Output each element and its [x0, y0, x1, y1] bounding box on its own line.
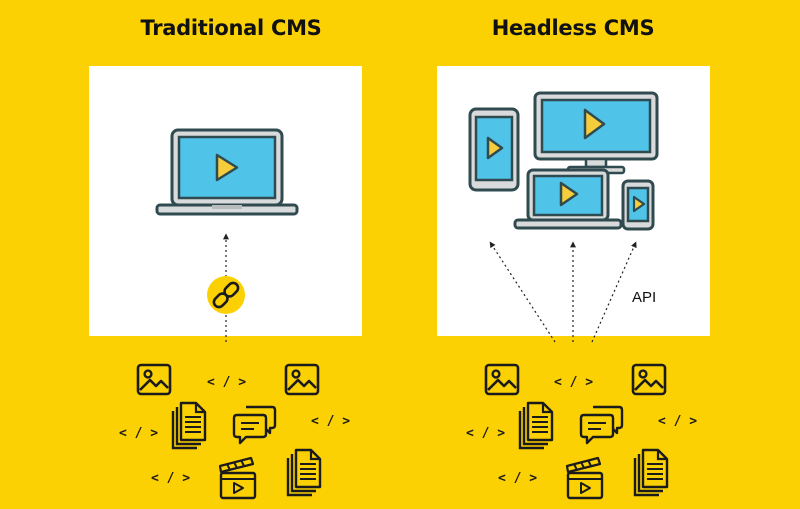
laptop-icon	[513, 168, 623, 230]
document-icon	[286, 448, 322, 497]
phone-icon	[621, 179, 655, 231]
clapperboard-icon	[218, 456, 257, 500]
tablet-icon	[468, 107, 520, 192]
monitor-icon	[533, 91, 659, 175]
image-icon	[631, 363, 667, 396]
api-arrows	[489, 241, 637, 343]
headless-cms-title: Headless CMS	[491, 16, 655, 40]
code-icon: < / >	[466, 426, 505, 441]
image-icon	[484, 363, 520, 396]
chat-icon	[579, 405, 624, 445]
document-icon	[171, 401, 207, 450]
api-label: API	[632, 289, 657, 306]
laptop-icon	[155, 128, 299, 216]
clapperboard-icon	[565, 456, 604, 500]
traditional-cms-title: Traditional CMS	[140, 16, 322, 40]
code-icon: < / >	[311, 414, 350, 429]
code-icon: < / >	[119, 426, 158, 441]
document-icon	[633, 448, 669, 497]
code-icon: < / >	[658, 414, 697, 429]
api-arrow	[489, 241, 556, 343]
chat-icon	[232, 405, 277, 445]
api-arrow	[591, 241, 637, 343]
link-icon	[207, 276, 245, 314]
code-icon: < / >	[151, 471, 190, 486]
code-icon: < / >	[554, 375, 593, 390]
code-icon: < / >	[498, 471, 537, 486]
document-icon	[518, 401, 554, 450]
code-icon: < / >	[207, 375, 246, 390]
image-icon	[284, 363, 320, 396]
image-icon	[136, 363, 172, 396]
